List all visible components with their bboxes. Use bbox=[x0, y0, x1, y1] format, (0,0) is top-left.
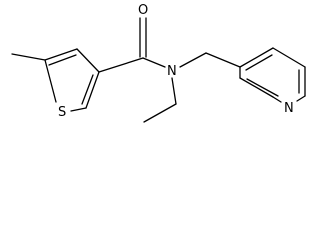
bond-n-ch2 bbox=[179, 52, 207, 68]
atom-amide-nitrogen: N bbox=[167, 64, 177, 79]
bond-ch2-pyridine bbox=[205, 52, 241, 68]
structure-svg: S O N N bbox=[11, 3, 306, 123]
bond-c3-carbonyl bbox=[98, 57, 144, 73]
bond-c3-c2-double bbox=[81, 74, 94, 105]
bond-py-4 bbox=[296, 95, 306, 102]
bond-py-5-inner bbox=[246, 78, 279, 97]
bond-carbonyl-n bbox=[142, 57, 166, 68]
bond-py-1 bbox=[239, 47, 274, 68]
molecule-diagram: S O N N bbox=[11, 3, 306, 123]
atom-oxygen: O bbox=[138, 3, 148, 18]
bond-c4-c4-double bbox=[48, 54, 77, 66]
bond-py-6 bbox=[239, 77, 274, 98]
bond-py-2 bbox=[272, 47, 306, 68]
bond-c5-c4 bbox=[44, 48, 78, 61]
bond-c2-s bbox=[70, 107, 87, 112]
atom-pyridine-nitrogen: N bbox=[284, 101, 294, 116]
bond-c3-c2 bbox=[85, 71, 100, 109]
bond-ethyl bbox=[143, 103, 177, 123]
bond-methyl bbox=[11, 53, 46, 61]
bond-py-5 bbox=[272, 96, 282, 103]
bond-n-ethyl bbox=[171, 77, 177, 105]
atom-sulfur: S bbox=[58, 105, 66, 120]
bond-s-c5 bbox=[44, 59, 57, 103]
bond-py-1-inner bbox=[245, 54, 273, 71]
bond-c4-c3 bbox=[76, 48, 100, 73]
